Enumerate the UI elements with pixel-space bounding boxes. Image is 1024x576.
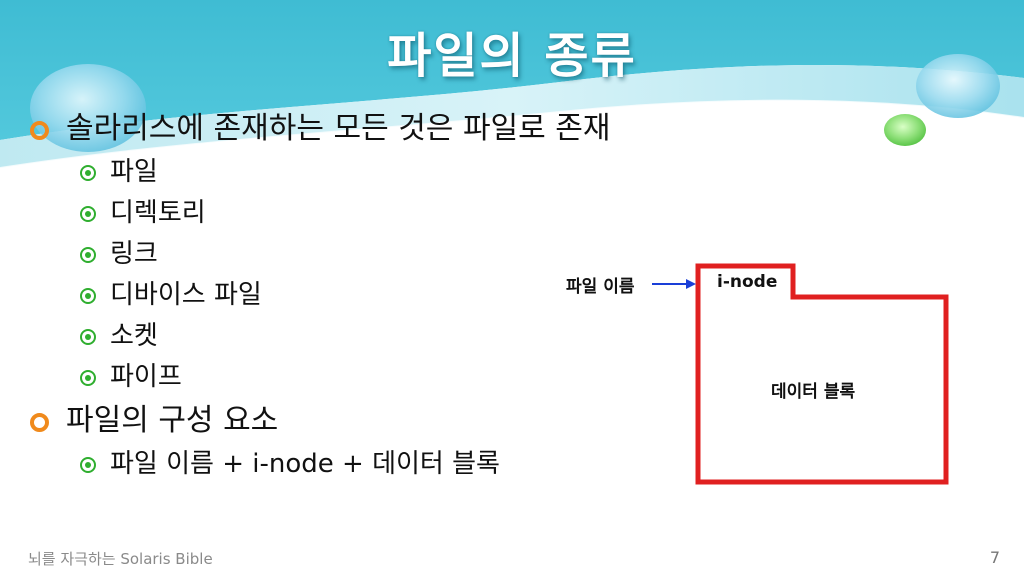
bullet-text: 솔라리스에 존재하는 모든 것은 파일로 존재	[66, 111, 611, 146]
sub-bullet-item: 링크	[28, 234, 748, 275]
ring-bullet-icon	[30, 121, 49, 140]
dot-circle-bullet-icon	[80, 247, 96, 263]
sub-bullet-text: 파일	[110, 157, 158, 187]
sub-bullet-text: 디렉토리	[110, 198, 206, 228]
slide-title: 파일의 종류	[387, 28, 637, 84]
dot-circle-bullet-icon	[80, 329, 96, 345]
data-block-label: 데이터 블록	[771, 382, 856, 402]
page-number: 7	[989, 548, 1000, 567]
sub-bullet-item: 디바이스 파일	[28, 275, 748, 316]
file-name-label: 파일 이름	[566, 277, 635, 297]
sub-bullet-item: 파일 이름 + i-node + 데이터 블록	[28, 444, 748, 485]
sub-bullet-item: 파일	[28, 152, 748, 193]
sub-bullet-text: 파이프	[110, 362, 182, 392]
bullet-text: 파일의 구성 요소	[66, 403, 279, 438]
sub-bullet-item: 소켓	[28, 316, 748, 357]
file-outline-shape	[695, 263, 949, 485]
sub-bullet-text: 파일 이름 + i-node + 데이터 블록	[110, 449, 500, 479]
sub-bullet-text: 링크	[110, 239, 158, 269]
dot-circle-bullet-icon	[80, 206, 96, 222]
dot-circle-bullet-icon	[80, 288, 96, 304]
bullet-item: 파일의 구성 요소	[28, 398, 748, 444]
diagram-graphic	[652, 263, 949, 485]
header-background	[0, 0, 1024, 169]
sub-bullet-text: 소켓	[110, 321, 158, 351]
footer-text: 뇌를 자극하는 Solaris Bible	[28, 550, 213, 568]
sub-bullet-text: 디바이스 파일	[110, 280, 262, 310]
ring-bullet-icon	[30, 413, 49, 432]
bullet-item: 솔라리스에 존재하는 모든 것은 파일로 존재	[28, 106, 748, 152]
file-structure-diagram: 파일 이름 i-node 데이터 블록	[560, 260, 960, 500]
arrow-head-icon	[686, 279, 696, 289]
dot-circle-bullet-icon	[80, 165, 96, 181]
inode-label: i-node	[717, 272, 778, 292]
dot-circle-bullet-icon	[80, 457, 96, 473]
dot-circle-bullet-icon	[80, 370, 96, 386]
bullet-list: 솔라리스에 존재하는 모든 것은 파일로 존재 파일 디렉토리 링크 디바이스 …	[28, 106, 748, 485]
sub-bullet-item: 파이프	[28, 357, 748, 398]
sub-bullet-item: 디렉토리	[28, 193, 748, 234]
